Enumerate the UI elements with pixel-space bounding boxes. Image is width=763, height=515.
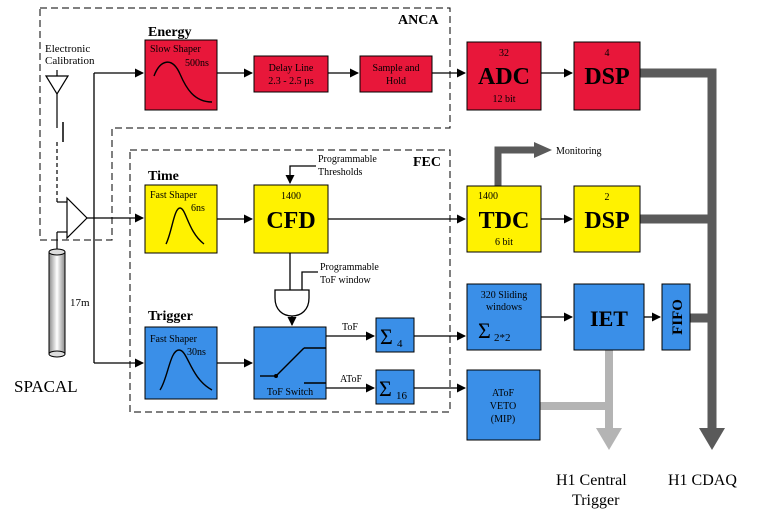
and-gate-icon: [274, 289, 310, 317]
fast-pulse-trigger-icon: [159, 349, 213, 391]
h1-central-label-line2: Trigger: [572, 492, 620, 509]
svg-text:VETO: VETO: [490, 401, 516, 412]
svg-text:30ns: 30ns: [187, 347, 206, 358]
prog-tof-line1: Programmable: [320, 262, 379, 273]
prog-thresholds-line2: Thresholds: [318, 167, 363, 178]
svg-text:(MIP): (MIP): [491, 414, 515, 425]
sum16-block: Σ 16: [375, 369, 415, 405]
time-label: Time: [148, 169, 179, 184]
tof-switch-block: ToF Switch: [253, 326, 327, 400]
switch-lever-icon: [275, 347, 305, 377]
fec-label: FEC: [413, 155, 441, 170]
sum4-block: Σ 4: [375, 317, 415, 353]
fec-boundary: [129, 149, 451, 413]
svg-text:16: 16: [396, 390, 408, 402]
svg-text:AToF: AToF: [492, 388, 515, 399]
fast-pulse-time-icon: [165, 207, 205, 245]
svg-text:Σ: Σ: [379, 376, 392, 401]
svg-text:ADC: ADC: [478, 64, 530, 90]
monitoring-arrowhead: [534, 142, 552, 158]
anca-boundary: [39, 7, 451, 241]
svg-text:6ns: 6ns: [191, 203, 205, 214]
energy-label: Energy: [148, 25, 192, 40]
slow-pulse-icon: [153, 61, 213, 103]
svg-text:windows: windows: [486, 302, 522, 313]
preamp-triangle-icon: [66, 196, 88, 240]
delay-line-block: Delay Line 2.3 - 2.5 µs: [253, 55, 329, 93]
svg-text:32: 32: [499, 48, 509, 59]
central-arrowhead: [596, 428, 622, 450]
svg-text:Σ: Σ: [478, 318, 491, 343]
atof-label: AToF: [340, 374, 363, 385]
monitoring-path: [494, 146, 536, 186]
sample-hold-block: Sample and Hold: [359, 55, 433, 93]
dsp-time-block: 2 DSP: [573, 185, 641, 253]
spacal-label: SPACAL: [14, 377, 78, 396]
svg-text:4: 4: [397, 338, 403, 350]
svg-text:Hold: Hold: [386, 76, 406, 87]
svg-text:2.3 - 2.5 µs: 2.3 - 2.5 µs: [268, 76, 314, 87]
cdaq-path: [640, 68, 717, 438]
atof-veto-block: AToF VETO (MIP): [466, 369, 541, 441]
slow-shaper-block: Slow Shaper 500ns: [144, 39, 218, 111]
svg-text:500ns: 500ns: [185, 58, 209, 69]
electronic-label: Electronic: [45, 43, 90, 55]
svg-text:Fast Shaper: Fast Shaper: [150, 190, 198, 201]
h1-cdaq-label: H1 CDAQ: [668, 472, 737, 489]
fifo-block: FIFO: [661, 283, 691, 351]
calibration-label: Calibration: [45, 55, 95, 67]
svg-text:320 Sliding: 320 Sliding: [481, 290, 527, 301]
fast-shaper-time-block: Fast Shaper 6ns: [144, 184, 218, 254]
trigger-label: Trigger: [148, 309, 193, 324]
svg-text:IET: IET: [590, 306, 628, 331]
svg-text:4: 4: [605, 48, 610, 59]
svg-text:Sample and: Sample and: [373, 63, 420, 74]
anca-label: ANCA: [398, 13, 439, 28]
fast-shaper-trigger-block: Fast Shaper 30ns: [144, 326, 218, 400]
svg-text:DSP: DSP: [584, 208, 629, 234]
monitoring-label: Monitoring: [556, 146, 602, 157]
svg-text:FIFO: FIFO: [670, 299, 686, 335]
svg-text:TDC: TDC: [479, 208, 530, 234]
tof-label: ToF: [342, 322, 358, 333]
sliding-windows-block: 320 Sliding windows Σ 2*2: [466, 283, 542, 351]
svg-text:Fast Shaper: Fast Shaper: [150, 334, 198, 345]
svg-text:Σ: Σ: [380, 324, 393, 349]
cable-length-label: 17m: [70, 297, 90, 309]
svg-text:2: 2: [605, 192, 610, 203]
cdaq-arrowhead: [699, 428, 725, 450]
svg-text:1400: 1400: [281, 191, 301, 202]
adc-block: 32 ADC 12 bit: [466, 41, 542, 111]
cfd-block: 1400 CFD: [253, 184, 329, 254]
prog-tof-line2: ToF window: [320, 275, 371, 286]
tdc-block: 1400 TDC 6 bit: [466, 185, 542, 253]
svg-text:Slow Shaper: Slow Shaper: [150, 44, 202, 55]
ief-block: IET: [573, 283, 645, 351]
svg-text:2*2: 2*2: [494, 332, 511, 344]
svg-text:6 bit: 6 bit: [495, 237, 513, 248]
svg-text:1400: 1400: [478, 191, 498, 202]
calibration-triangle-icon: [44, 75, 70, 96]
svg-text:CFD: CFD: [266, 208, 315, 234]
cable-icon: [48, 251, 66, 355]
prog-thresholds-line1: Programmable: [318, 154, 377, 165]
svg-text:DSP: DSP: [584, 64, 629, 90]
svg-text:ToF Switch: ToF Switch: [267, 387, 313, 398]
h1-central-label-line1: H1 Central: [556, 472, 627, 489]
svg-text:12 bit: 12 bit: [492, 94, 515, 105]
dsp-energy-block: 4 DSP: [573, 41, 641, 111]
svg-text:Delay Line: Delay Line: [269, 63, 314, 74]
